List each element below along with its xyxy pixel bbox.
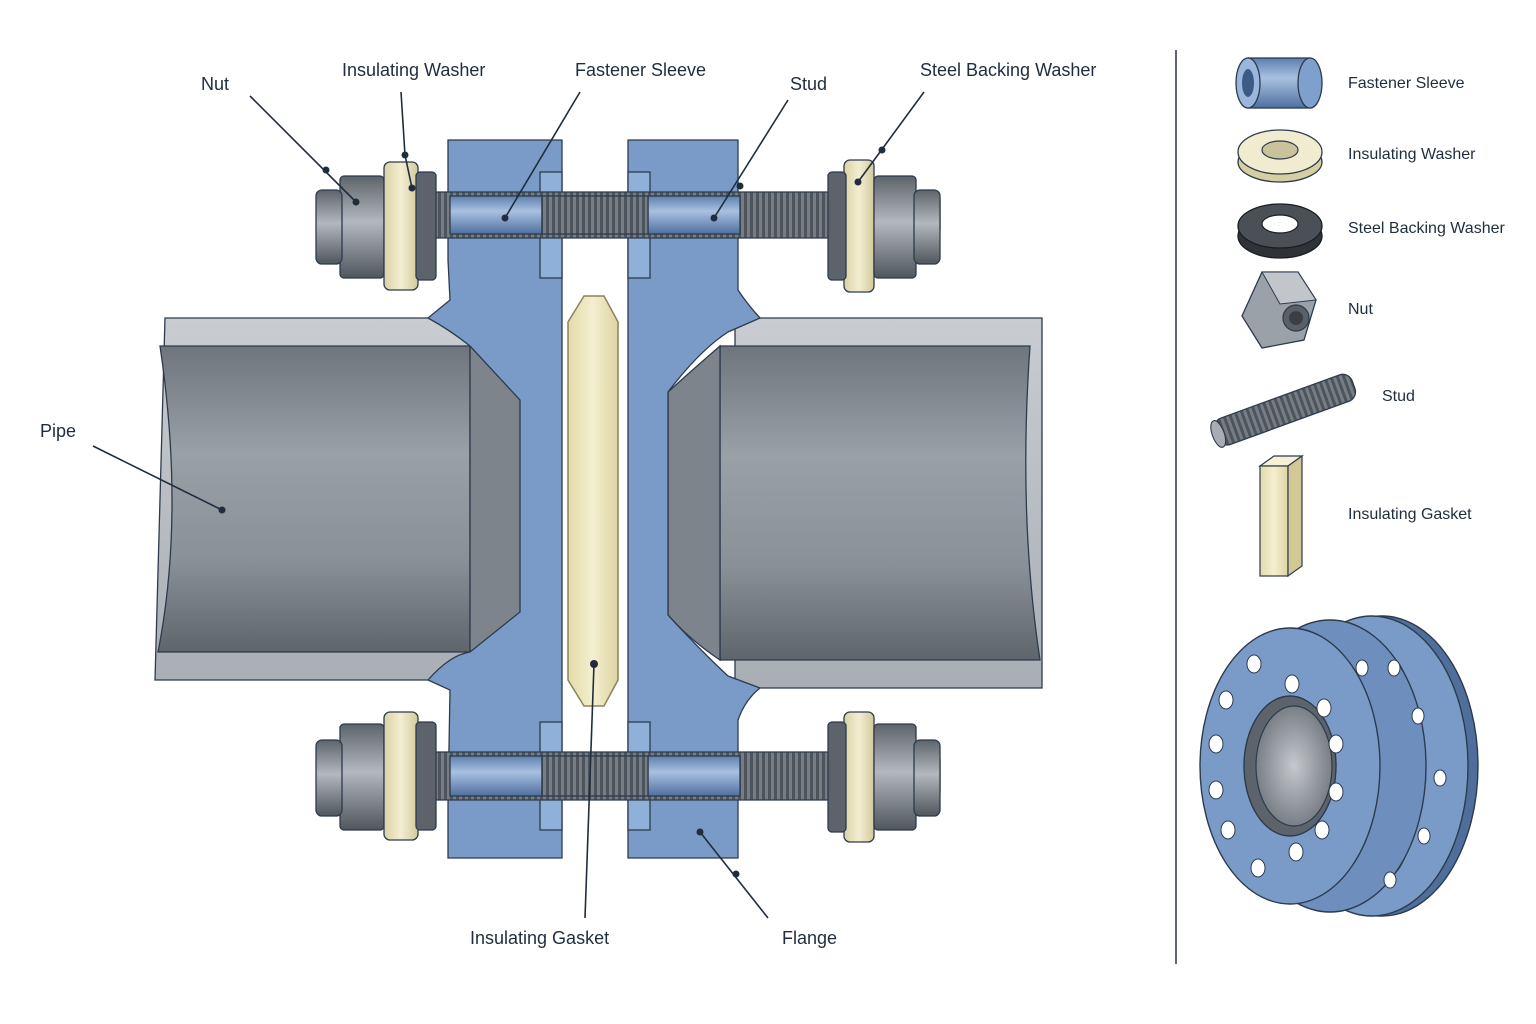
top-left-insulating-washer [383,161,419,291]
top-left-nut [339,175,385,279]
hex-nut-icon [1241,271,1317,349]
gasket-bar-icon [1258,454,1304,578]
top-right-nut [873,175,917,279]
top-bolt-assembly [315,159,941,293]
label-steel-backing-washer: Steel Backing Washer [920,60,1096,80]
legend-label-stud: Stud [1382,388,1415,405]
label-stud: Stud [790,74,827,94]
left-pipe [154,317,523,691]
bottom-right-nut [873,723,917,831]
bottom-left-nut [339,723,385,831]
bottom-right-insulating-washer [843,711,875,843]
legend-label-fastener-sleeve: Fastener Sleeve [1348,75,1465,92]
legend-label-insulating-washer: Insulating Washer [1348,146,1476,163]
label-nut: Nut [201,74,229,94]
label-pipe: Pipe [40,421,76,441]
right-pipe [667,317,1043,689]
label-insulating-gasket: Insulating Gasket [470,928,609,948]
bottom-bolt-assembly [315,711,941,843]
threaded-stud-icon [1210,373,1357,448]
sleeve-icon [1235,57,1323,109]
insulating-gasket [567,295,619,707]
bottom-left-insulating-washer [383,711,419,841]
steel-washer-icon [1237,203,1323,259]
legend-label-nut: Nut [1348,301,1373,318]
insulating-washer-icon [1237,129,1323,183]
legend-label-steel-backing-washer: Steel Backing Washer [1348,220,1505,237]
label-insulating-washer: Insulating Washer [342,60,485,80]
legend-label-insulating-gasket: Insulating Gasket [1348,506,1472,523]
label-fastener-sleeve: Fastener Sleeve [575,60,706,80]
flange-assembly-icon [1199,615,1479,917]
leader-lines [92,91,925,919]
legend: Fastener Sleeve Insulating Washer Steel … [1199,57,1505,917]
label-flange: Flange [782,928,837,948]
